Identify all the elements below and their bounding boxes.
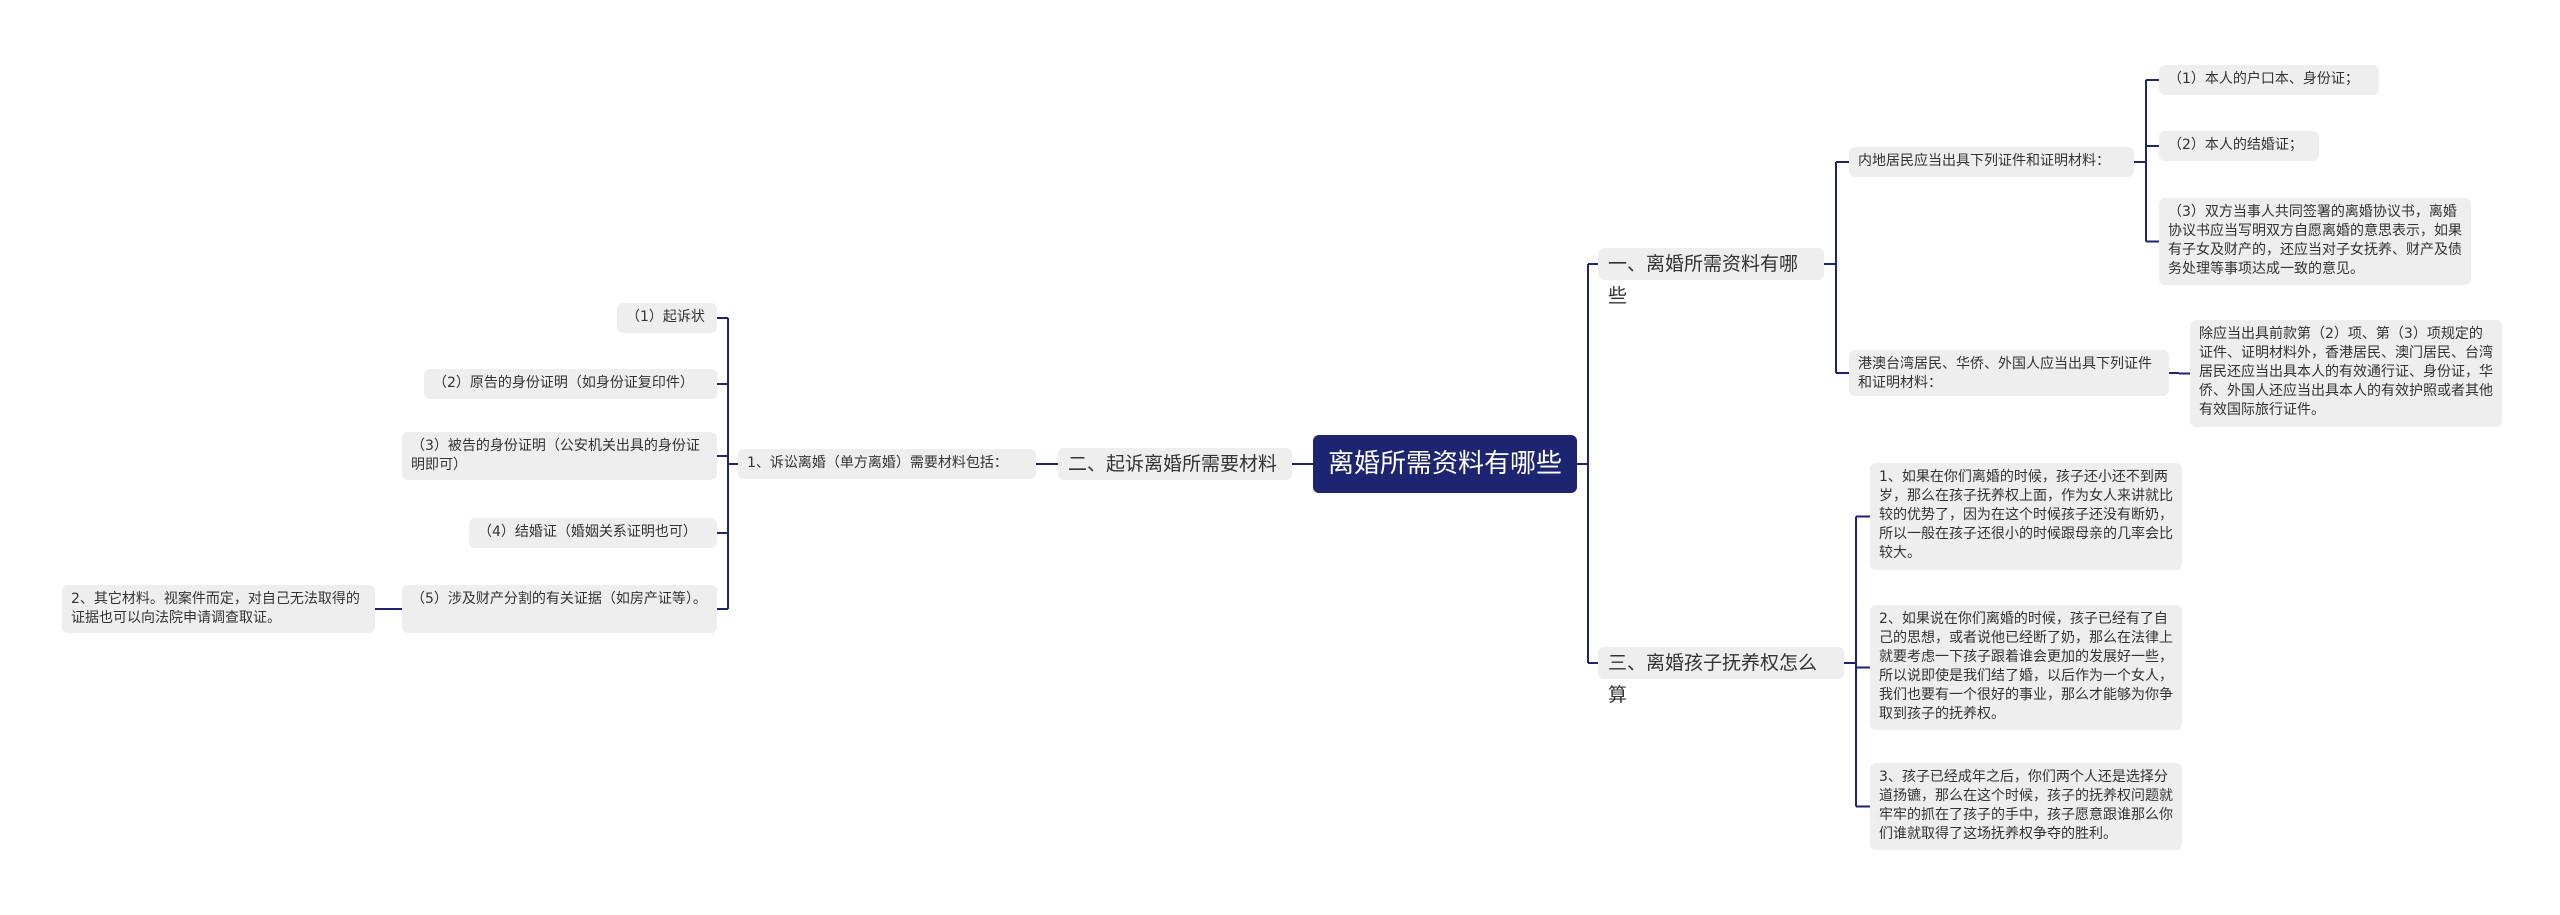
item-complaint[interactable]: （1）起诉状 — [617, 303, 717, 333]
item-property-evidence[interactable]: （5）涉及财产分割的有关证据（如房产证等）。 — [402, 585, 717, 633]
topic-materials-needed[interactable]: 一、离婚所需资料有哪些 — [1598, 248, 1824, 307]
topic-litigation-divorce[interactable]: 1、诉讼离婚（单方离婚）需要材料包括： — [738, 449, 1036, 479]
topic-lawsuit-materials[interactable]: 二、起诉离婚所需要材料 — [1058, 448, 1292, 480]
item-plaintiff-id[interactable]: （2）原告的身份证明（如身份证复印件） — [424, 369, 717, 399]
custody-point-3[interactable]: 3、孩子已经成年之后，你们两个人还是选择分道扬镳，那么在这个时候，孩子的抚养权问… — [1870, 763, 2182, 850]
custody-point-1[interactable]: 1、如果在你们离婚的时候，孩子还小还不到两岁，那么在孩子抚养权上面，作为女人来讲… — [1870, 463, 2182, 570]
item-household-id[interactable]: （1）本人的户口本、身份证； — [2159, 65, 2379, 95]
item-marriage-proof[interactable]: （4）结婚证（婚姻关系证明也可） — [469, 518, 717, 548]
topic-mainland-residents[interactable]: 内地居民应当出具下列证件和证明材料： — [1849, 147, 2134, 177]
connector-root-topic — [1577, 263, 1598, 664]
item-hk-documents[interactable]: 除应当出具前款第（2）项、第（3）项规定的证件、证明材料外，香港居民、澳门居民、… — [2190, 320, 2502, 427]
item-defendant-id[interactable]: （3）被告的身份证明（公安机关出具的身份证明即可） — [402, 432, 717, 480]
topic-child-custody[interactable]: 三、离婚孩子抚养权怎么算 — [1598, 647, 1844, 706]
connector-topic-hk-macau-taiwan — [2169, 372, 2190, 375]
item-other-materials[interactable]: 2、其它材料。视案件而定，对自己无法取得的证据也可以向法院申请调查取证。 — [62, 585, 375, 633]
item-marriage-cert[interactable]: （2）本人的结婚证； — [2159, 131, 2319, 161]
connector-topic-materials-needed — [1824, 161, 1849, 374]
custody-point-2[interactable]: 2、如果说在你们离婚的时候，孩子已经有了自己的思想，或者说他已经断了奶，那么在法… — [1870, 605, 2182, 730]
topic-hk-macau-taiwan[interactable]: 港澳台湾居民、华侨、外国人应当出具下列证件和证明材料： — [1849, 350, 2169, 396]
item-divorce-agreement[interactable]: （3）双方当事人共同签署的离婚协议书，离婚协议书应当写明双方自愿离婚的意思表示，… — [2159, 198, 2471, 285]
connector-topic-mainland-residents — [2134, 79, 2159, 243]
connector-topic-child-custody — [1844, 515, 1870, 808]
connector-topic-litigation-divorce — [717, 317, 738, 610]
root-topic[interactable]: 离婚所需资料有哪些 — [1313, 435, 1577, 493]
